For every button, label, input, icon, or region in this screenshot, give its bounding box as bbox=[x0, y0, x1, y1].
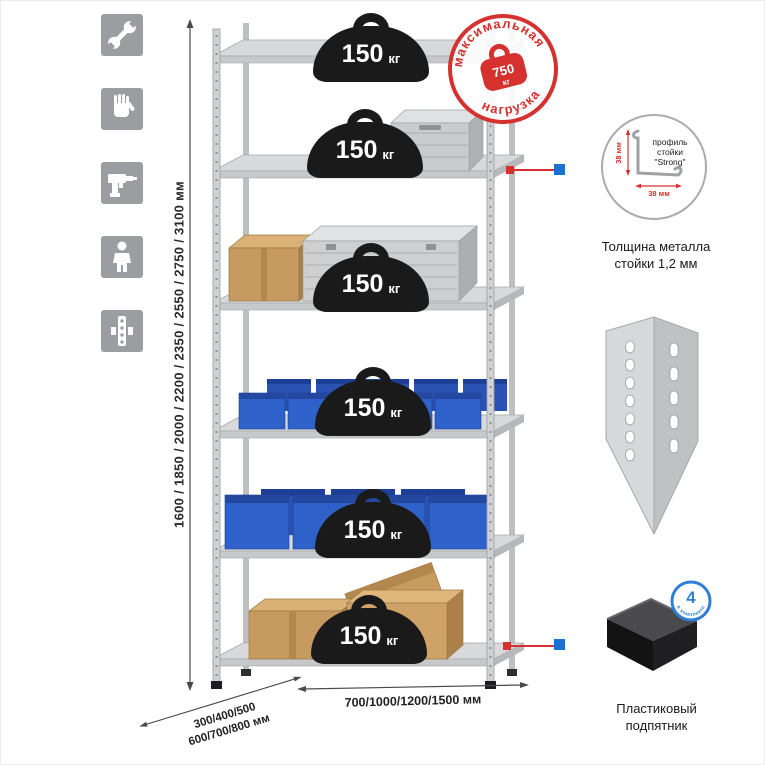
perforated-post-image bbox=[605, 316, 699, 535]
shelf-load-value: 150 bbox=[341, 39, 384, 68]
callout-marker-blue-top bbox=[554, 164, 565, 175]
profile-dim-horizontal: 38 мм bbox=[648, 189, 670, 198]
badge-value: 4 bbox=[686, 588, 696, 607]
max-load-stamp: максимальная нагрузка 750 кг bbox=[441, 7, 558, 124]
width-dimension-line bbox=[297, 682, 529, 692]
drill-icon bbox=[101, 162, 143, 204]
profile-caption-2: стойки bbox=[657, 147, 683, 157]
height-dimension-label: 1600 / 1850 / 2000 / 2200 / 2350 / 2550 … bbox=[171, 181, 187, 528]
callout-marker-red-bottom bbox=[503, 642, 511, 650]
person-icon bbox=[101, 236, 143, 278]
shelf-load-unit: кг bbox=[390, 526, 403, 542]
shelf-load-unit: кг bbox=[390, 404, 403, 420]
glove-icon bbox=[101, 88, 143, 130]
shelf-load-value: 150 bbox=[343, 393, 386, 422]
plastic-foot-image bbox=[606, 597, 698, 671]
plastic-foot-caption: Пластиковый подпятник bbox=[584, 701, 729, 735]
cardboard-box bbox=[228, 234, 316, 302]
metal-thickness-line1: Толщина металла bbox=[601, 239, 711, 254]
metal-thickness-note: Толщина металла стойки 1,2 мм bbox=[581, 239, 731, 273]
profile-caption-1: профиль bbox=[652, 137, 688, 147]
shelf-load-unit: кг bbox=[386, 632, 399, 648]
included-count-badge: 4 в комплекте bbox=[670, 580, 712, 622]
callout-marker-red-top bbox=[506, 166, 514, 174]
shelf-load-value: 150 bbox=[335, 135, 378, 164]
post-profile-detail: 38 мм 38 мм профиль стойки "Strong" bbox=[601, 114, 707, 220]
height-dimension-line bbox=[186, 19, 194, 691]
shelf-post-icon bbox=[101, 310, 143, 352]
depth-dimension-label: 300/400/500 600/700/800 мм bbox=[136, 671, 313, 763]
callout-line-top bbox=[514, 169, 554, 171]
profile-caption-3: "Strong" bbox=[654, 157, 685, 167]
shelf-load-unit: кг bbox=[388, 50, 401, 66]
shelf-load-unit: кг bbox=[388, 280, 401, 296]
metal-thickness-line2: стойки 1,2 мм bbox=[614, 255, 698, 271]
plastic-foot-caption-line1: Пластиковый bbox=[616, 701, 697, 716]
plastic-foot-caption-line2: подпятник bbox=[625, 717, 688, 733]
shelf-load-unit: кг bbox=[382, 146, 395, 162]
stamp-value: 750 bbox=[491, 61, 516, 81]
shelf-load-value: 150 bbox=[339, 621, 382, 650]
stamp-unit: кг bbox=[502, 77, 512, 88]
shelf-load-value: 150 bbox=[341, 269, 384, 298]
callout-line-bottom bbox=[511, 645, 554, 647]
profile-dim-vertical: 38 мм bbox=[614, 142, 623, 164]
depth-dimension-line bbox=[139, 676, 302, 727]
wrench-icon bbox=[101, 14, 143, 56]
callout-marker-blue-bottom bbox=[554, 639, 565, 650]
shelf-load-value: 150 bbox=[343, 515, 386, 544]
